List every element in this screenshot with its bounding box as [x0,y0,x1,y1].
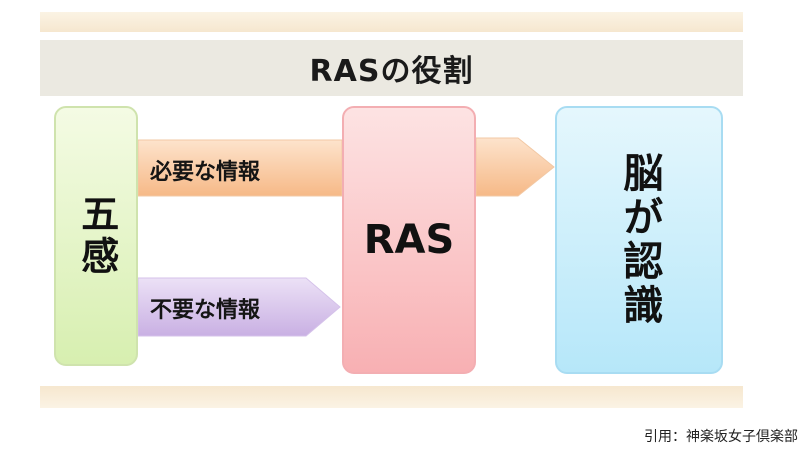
ras-box: RAS [342,106,476,374]
decorative-band-bottom [40,386,743,408]
senses-box: 五感 [54,106,138,366]
needed-info-arrow-head [475,137,555,197]
diagram-title-bar: RASの役割 [40,40,743,96]
diagram-title: RASの役割 [309,54,474,89]
brain-box: 脳が認識 [555,106,723,374]
brain-label: 脳が認識 [616,152,663,328]
source-caption: 引用：神楽坂女子倶楽部 [644,429,798,445]
unneeded-info-label: 不要な情報 [150,298,261,323]
decorative-band-top [40,12,743,32]
unneeded-info-arrow [137,277,341,337]
needed-info-label: 必要な情報 [150,160,261,185]
senses-label: 五感 [74,194,119,278]
ras-label: RAS [363,217,455,263]
